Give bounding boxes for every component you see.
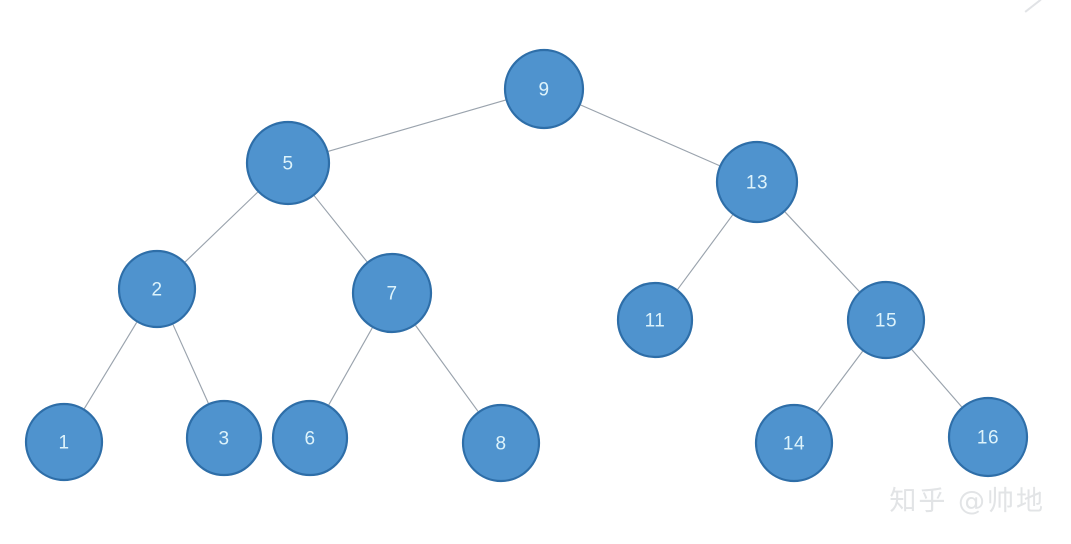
- tree-node-14[interactable]: 14: [754, 403, 834, 483]
- tree-node-6[interactable]: 6: [271, 399, 349, 477]
- tree-edge-7-6: [328, 327, 373, 406]
- tree-node-15[interactable]: 15: [846, 280, 926, 360]
- tree-edge-9-13: [580, 104, 720, 167]
- tree-edges-group: [83, 99, 963, 413]
- tree-node-3[interactable]: 3: [185, 399, 263, 477]
- tree-edge-2-1: [83, 322, 138, 409]
- tree-node-circle-11[interactable]: [616, 281, 694, 359]
- tree-edge-5-2: [184, 191, 259, 263]
- tree-node-circle-1[interactable]: [24, 402, 104, 482]
- tree-node-label-14: 14: [783, 434, 805, 455]
- tree-node-label-3: 3: [218, 429, 229, 450]
- tree-node-label-11: 11: [645, 311, 666, 332]
- tree-node-label-6: 6: [304, 429, 315, 450]
- tree-node-2[interactable]: 2: [117, 249, 197, 329]
- tree-node-label-2: 2: [151, 280, 162, 301]
- tree-node-label-13: 13: [746, 173, 768, 194]
- tree-node-circle-8[interactable]: [461, 403, 541, 483]
- tree-node-label-16: 16: [977, 428, 999, 449]
- tree-node-7[interactable]: 7: [351, 252, 433, 334]
- tree-node-label-1: 1: [58, 433, 69, 454]
- tree-node-8[interactable]: 8: [461, 403, 541, 483]
- tree-edge-13-11: [677, 214, 734, 290]
- tree-node-circle-5[interactable]: [245, 120, 331, 206]
- tree-node-label-9: 9: [538, 80, 549, 101]
- tree-edge-15-16: [911, 349, 963, 408]
- tree-node-circle-3[interactable]: [185, 399, 263, 477]
- tree-node-11[interactable]: 11: [616, 281, 694, 359]
- tree-edge-5-7: [313, 195, 368, 263]
- tree-node-circle-14[interactable]: [754, 403, 834, 483]
- tree-node-circle-9[interactable]: [503, 48, 585, 130]
- tree-node-16[interactable]: 16: [947, 396, 1029, 478]
- tree-node-circle-6[interactable]: [271, 399, 349, 477]
- corner-artifact-stroke: [1024, 0, 1042, 13]
- tree-node-1[interactable]: 1: [24, 402, 104, 482]
- tree-edge-2-3: [172, 324, 209, 404]
- corner-artifact: [1024, 0, 1043, 14]
- tree-node-13[interactable]: 13: [715, 140, 799, 224]
- tree-edge-15-14: [816, 350, 864, 413]
- tree-node-circle-7[interactable]: [351, 252, 433, 334]
- tree-edge-9-5: [328, 99, 506, 152]
- tree-node-5[interactable]: 5: [245, 120, 331, 206]
- tree-node-circle-13[interactable]: [715, 140, 799, 224]
- tree-node-circle-16[interactable]: [947, 396, 1029, 478]
- tree-node-label-5: 5: [282, 154, 293, 175]
- tree-node-label-15: 15: [875, 311, 897, 332]
- tree-edge-13-15: [784, 211, 860, 292]
- tree-edge-7-8: [415, 325, 479, 412]
- tree-node-circle-2[interactable]: [117, 249, 197, 329]
- tree-node-circle-15[interactable]: [846, 280, 926, 360]
- tree-node-label-7: 7: [386, 284, 397, 305]
- tree-node-9[interactable]: 9: [503, 48, 585, 130]
- watermark-text: 知乎 @帅地: [889, 486, 1045, 517]
- tree-node-label-8: 8: [495, 434, 506, 455]
